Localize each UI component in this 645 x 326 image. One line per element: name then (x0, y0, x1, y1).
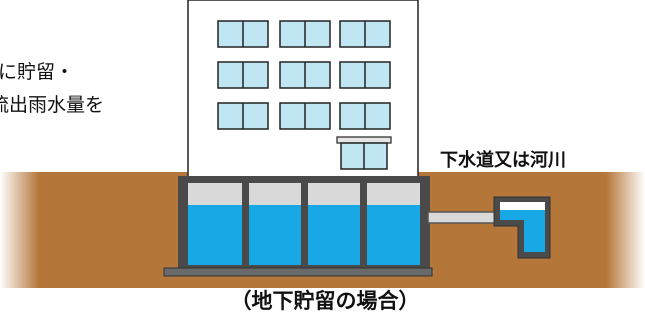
window (279, 102, 331, 130)
diagram-caption: （地下貯留の場合） (231, 289, 420, 313)
tank-cell (367, 183, 420, 265)
outlet-manhole (493, 196, 551, 259)
tank-cell (249, 183, 301, 265)
window (339, 102, 391, 130)
window-row-1 (217, 20, 391, 48)
storage-tank (163, 176, 433, 277)
window-grid (217, 20, 391, 130)
window (279, 61, 331, 89)
entrance-door (336, 136, 392, 170)
outlet-label: 下水道又は河川 (440, 149, 566, 171)
outflow-pipe (427, 211, 497, 224)
window-row-2 (217, 61, 391, 89)
tank-cell (308, 183, 360, 265)
window (339, 20, 391, 48)
window (217, 61, 269, 89)
tank-cell (188, 183, 242, 265)
left-text-line-1: に貯留・ (0, 61, 74, 83)
window (279, 20, 331, 48)
window (339, 61, 391, 89)
window (217, 102, 269, 130)
window-row-3 (217, 102, 391, 130)
building (187, 0, 419, 179)
window (217, 20, 269, 48)
left-text-line-2: 流出雨水量を (0, 94, 104, 116)
